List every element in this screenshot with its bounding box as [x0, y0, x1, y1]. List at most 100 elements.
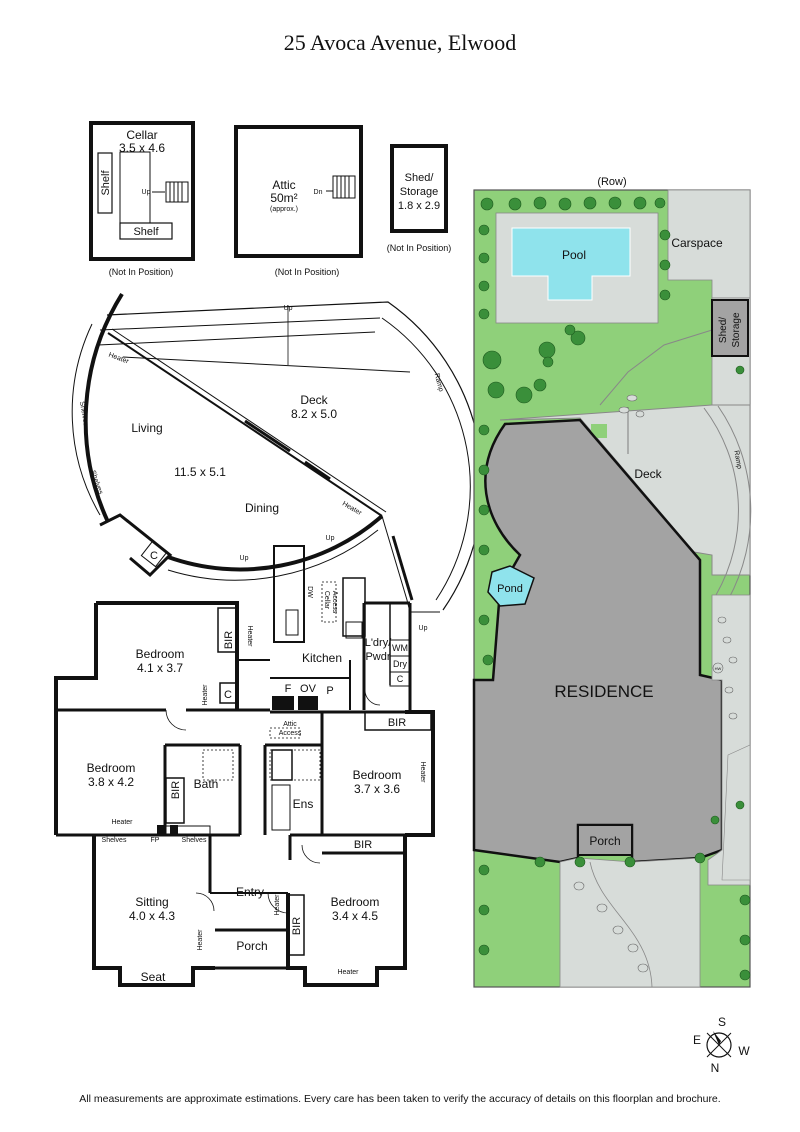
shed-label-2: Storage — [400, 186, 439, 198]
fireplace-label: FP — [151, 837, 160, 844]
cellar-up: Up — [142, 189, 151, 196]
attic-dn: Dn — [314, 189, 323, 196]
deck-up: Up — [284, 305, 293, 312]
bir-bed4-side: BIR — [291, 917, 303, 935]
site-pool-label: Pool — [562, 248, 586, 262]
bed3-label: Bedroom — [353, 768, 402, 782]
closet-c-bay: C — [150, 550, 158, 562]
bed2-dims: 3.8 x 4.2 — [88, 775, 134, 789]
closet-c-laundry: C — [397, 674, 404, 684]
shed-label-1: Shed/ — [405, 172, 435, 184]
heater-bed4: Heater — [337, 969, 359, 976]
seat-label: Seat — [141, 970, 166, 984]
site-pond-label: Pond — [497, 583, 523, 595]
dry-label: Dry — [393, 659, 407, 669]
compass-s: S — [718, 1015, 726, 1029]
shed-note: (Not In Position) — [387, 243, 452, 253]
pantry-label: P — [326, 685, 333, 697]
attic-approx: (approx.) — [270, 206, 298, 213]
bir-bed3: BIR — [388, 717, 406, 729]
ramp-label: Ramp — [433, 373, 445, 393]
site-deck-label: Deck — [634, 467, 662, 481]
shed-dims: 1.8 x 2.9 — [398, 200, 440, 212]
disclaimer: All measurements are approximate estimat… — [79, 1093, 721, 1105]
shelves-upper: Shelves — [78, 401, 89, 427]
porch-label: Porch — [236, 939, 267, 953]
up-living-1: Up — [240, 555, 249, 562]
compass-icon: S E W N — [693, 1015, 750, 1075]
dw-label: DW — [306, 586, 313, 598]
oven-label: OV — [300, 683, 317, 695]
floorplan-labels: Deck 8.2 x 5.0 Up Ramp Living 11.5 x 5.1… — [78, 305, 444, 984]
site-carspace-label: Carspace — [671, 236, 723, 250]
shelves-sitting-left: Shelves — [102, 837, 127, 844]
bath-label: Bath — [194, 777, 219, 791]
page-title: 25 Avoca Avenue, Elwood — [283, 30, 517, 55]
heater-bed3: Heater — [419, 761, 426, 783]
site-shed-label-1: Shed/ — [718, 317, 729, 343]
bed1-dims: 4.1 x 3.7 — [137, 661, 183, 675]
site-plan — [472, 189, 752, 988]
heater-sitting: Heater — [197, 929, 204, 951]
sitting-dims: 4.0 x 4.3 — [129, 909, 175, 923]
attic-access-2: Access — [279, 730, 302, 737]
bed1-label: Bedroom — [136, 647, 185, 661]
heater-entry: Heater — [274, 894, 281, 916]
compass-e: E — [693, 1033, 701, 1047]
deck-dims: 8.2 x 5.0 — [291, 407, 337, 421]
laundry-label-1: L'dry/ — [365, 637, 392, 649]
deck-label: Deck — [300, 393, 328, 407]
main-floorplan — [54, 292, 484, 987]
up-ramp: Up — [419, 625, 428, 632]
cellar-dims: 3.5 x 4.6 — [119, 141, 165, 155]
bed4-dims: 3.4 x 4.5 — [332, 909, 378, 923]
site-shed-label-2: Storage — [731, 312, 742, 347]
dining-label: Dining — [245, 501, 279, 515]
cellar-shelf-vertical: Shelf — [100, 170, 112, 196]
living-dims: 11.5 x 5.1 — [174, 465, 226, 479]
closet-c-hall: C — [224, 689, 232, 701]
entry-label: Entry — [236, 885, 264, 899]
heater-bed2: Heater — [111, 819, 133, 826]
bed2-label: Bedroom — [87, 761, 136, 775]
site-ramp-label: Ramp — [732, 450, 742, 470]
attic-area: 50m² — [270, 191, 297, 205]
heater-hall: Heater — [202, 684, 209, 706]
cellar-label: Cellar — [126, 128, 157, 142]
site-row-label: (Row) — [597, 176, 626, 188]
heater-dining: Heater — [341, 500, 363, 517]
cellar-note: (Not In Position) — [109, 267, 174, 277]
ens-label: Ens — [293, 797, 314, 811]
site-residence-label: RESIDENCE — [554, 682, 653, 701]
kitchen-label: Kitchen — [302, 651, 342, 665]
cellar-access-2: Access — [331, 591, 338, 614]
bir-bed4-top: BIR — [354, 839, 372, 851]
bed3-dims: 3.7 x 3.6 — [354, 782, 400, 796]
site-porch-label: Porch — [589, 834, 620, 848]
bir-bed1: BIR — [223, 631, 235, 649]
laundry-label-2: Pwdr — [365, 651, 390, 663]
up-living-2: Up — [326, 535, 335, 542]
cellar-plan: Cellar 3.5 x 4.6 Shelf Shelf Up (Not In … — [89, 121, 195, 277]
heater-bed1: Heater — [246, 625, 253, 647]
shelves-lower: Shelves — [89, 470, 104, 496]
site-labels: (Row) Pool Carspace Shed/ Storage Deck R… — [497, 176, 742, 848]
heater-living: Heater — [107, 352, 130, 366]
cellar-access-1: Cellar — [323, 591, 330, 610]
living-label: Living — [131, 421, 162, 435]
attic-plan: Attic 50m² (approx.) Dn (Not In Position… — [234, 125, 363, 277]
bed4-label: Bedroom — [331, 895, 380, 909]
attic-note: (Not In Position) — [275, 267, 340, 277]
compass-w: W — [738, 1044, 750, 1058]
attic-label: Attic — [272, 178, 295, 192]
bir-bath: BIR — [170, 781, 182, 799]
site-hw-label: HW — [715, 666, 722, 671]
fridge-label: F — [285, 683, 292, 695]
cellar-shelf-bottom: Shelf — [133, 226, 159, 238]
sitting-label: Sitting — [135, 895, 168, 909]
shed-plan: Shed/ Storage 1.8 x 2.9 (Not In Position… — [387, 144, 452, 253]
wm-label: WM — [392, 643, 408, 653]
shelves-sitting-right: Shelves — [182, 837, 207, 844]
attic-access-1: Attic — [283, 721, 297, 728]
